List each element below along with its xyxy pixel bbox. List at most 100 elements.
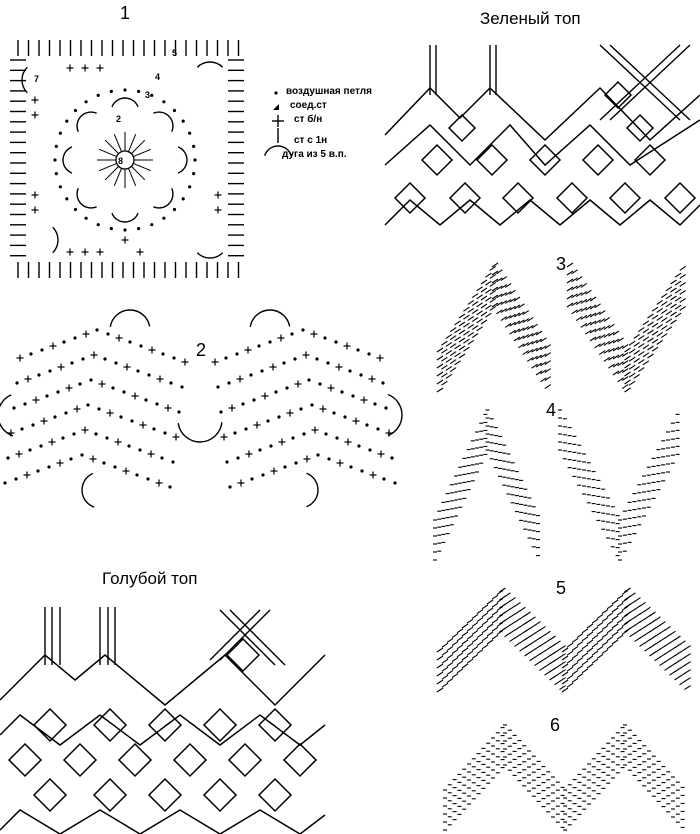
center-stitch: [131, 139, 146, 154]
chain-dot: [257, 344, 261, 348]
legend-item-single-crochet: ст б/н: [294, 114, 323, 125]
chain-dot: [381, 381, 385, 385]
stitch-mark: [596, 613, 604, 619]
stitch-mark: [540, 361, 547, 367]
chain-dot: [105, 436, 109, 440]
stitch-mark: [491, 626, 499, 632]
stitch-mark: [467, 339, 475, 345]
stitch-mark: [445, 373, 453, 379]
stitch-mark: [642, 328, 650, 334]
center-stitch: [104, 139, 119, 154]
stitch-mark: [544, 360, 552, 366]
stitch-mark: [535, 338, 543, 344]
stitch-mark: [576, 665, 584, 671]
chain-dot: [193, 158, 197, 162]
stitch-mark: [561, 679, 569, 685]
chain-dot: [39, 444, 43, 448]
stitch-mark: [476, 649, 484, 655]
stitch-mark: [642, 336, 650, 342]
chain-dot: [160, 456, 164, 460]
chain-dot: [84, 216, 88, 220]
stitch-mark: [608, 363, 615, 369]
stitch-mark: [571, 277, 578, 283]
stitch-mark: [466, 618, 474, 624]
stitch-mark: [621, 352, 629, 358]
stitch-mark: [571, 653, 579, 659]
chain-dot: [373, 402, 377, 406]
stitch-mark: [621, 629, 629, 635]
chain-dot: [123, 88, 127, 92]
chain-dot: [343, 415, 347, 419]
chain-dot: [192, 172, 196, 176]
diamond: [448, 181, 482, 215]
chain-dot: [299, 407, 303, 411]
stitch-mark: [449, 343, 457, 349]
stitch-mark: [544, 376, 552, 382]
stitch-mark: [513, 312, 521, 318]
stitch-mark: [608, 323, 615, 329]
stitch-mark: [586, 631, 594, 637]
stitch-mark: [561, 687, 569, 693]
stitch-mark: [606, 628, 614, 634]
stitch-mark: [461, 623, 469, 629]
chain-dot: [103, 357, 107, 361]
stitch-mark: [608, 331, 615, 337]
stitch-mark: [621, 589, 629, 595]
stitch-mark: [617, 345, 624, 351]
chain-dot: [14, 477, 18, 481]
chain-arc: [249, 309, 291, 327]
chain-dot: [192, 144, 196, 148]
chain-dot: [29, 352, 33, 356]
stitch-mark: [491, 634, 499, 640]
stitch-mark: [651, 322, 659, 328]
chain-dot: [359, 373, 363, 377]
stitch-mark: [679, 281, 687, 287]
stitch-mark: [513, 304, 521, 310]
stitch-mark: [566, 294, 574, 300]
stitch-mark: [612, 346, 620, 352]
stitch-mark: [463, 346, 470, 352]
stitch-mark: [616, 634, 624, 640]
stitch-mark: [481, 604, 489, 610]
stitch-mark: [485, 312, 492, 318]
stitch-mark: [485, 272, 492, 278]
stitch-mark: [491, 594, 499, 600]
center-stitch: [133, 148, 152, 158]
chain-arc: [111, 212, 139, 223]
chain-dot: [219, 410, 223, 414]
stitch-mark: [509, 297, 516, 303]
stitch-mark: [486, 615, 494, 621]
stitch-mark: [616, 594, 624, 600]
chain-dot: [45, 394, 49, 398]
motif-number: 4: [155, 72, 161, 82]
motif-number: 3: [145, 90, 151, 100]
stitch-mark: [518, 327, 525, 333]
chain-dot: [84, 100, 88, 104]
stitch-mark: [603, 324, 611, 330]
stitch-mark: [621, 621, 629, 627]
stitch-mark: [642, 352, 650, 358]
chain-dot: [169, 381, 173, 385]
diamond: [501, 181, 535, 215]
stitch-mark: [522, 350, 530, 356]
stitch-mark: [441, 682, 449, 688]
diamond: [257, 777, 293, 813]
diagram-6-label: 6: [550, 715, 561, 735]
diamond: [147, 707, 183, 743]
stitch-mark: [621, 360, 629, 366]
stitch-mark: [544, 384, 552, 390]
chain-dot: [3, 481, 7, 485]
chain-dot: [135, 473, 139, 477]
stitch-mark: [617, 377, 624, 383]
stitch-mark: [611, 631, 619, 637]
stitch-mark: [660, 293, 668, 299]
stitch-mark: [608, 355, 615, 361]
chain-dot: [168, 485, 172, 489]
stitch-mark: [518, 343, 525, 349]
stitch-mark: [644, 646, 651, 652]
stitch-mark: [670, 303, 677, 309]
chain-dot: [228, 485, 232, 489]
stitch-mark: [679, 680, 686, 686]
stitch-mark: [436, 671, 444, 677]
stitch-mark: [446, 669, 454, 675]
